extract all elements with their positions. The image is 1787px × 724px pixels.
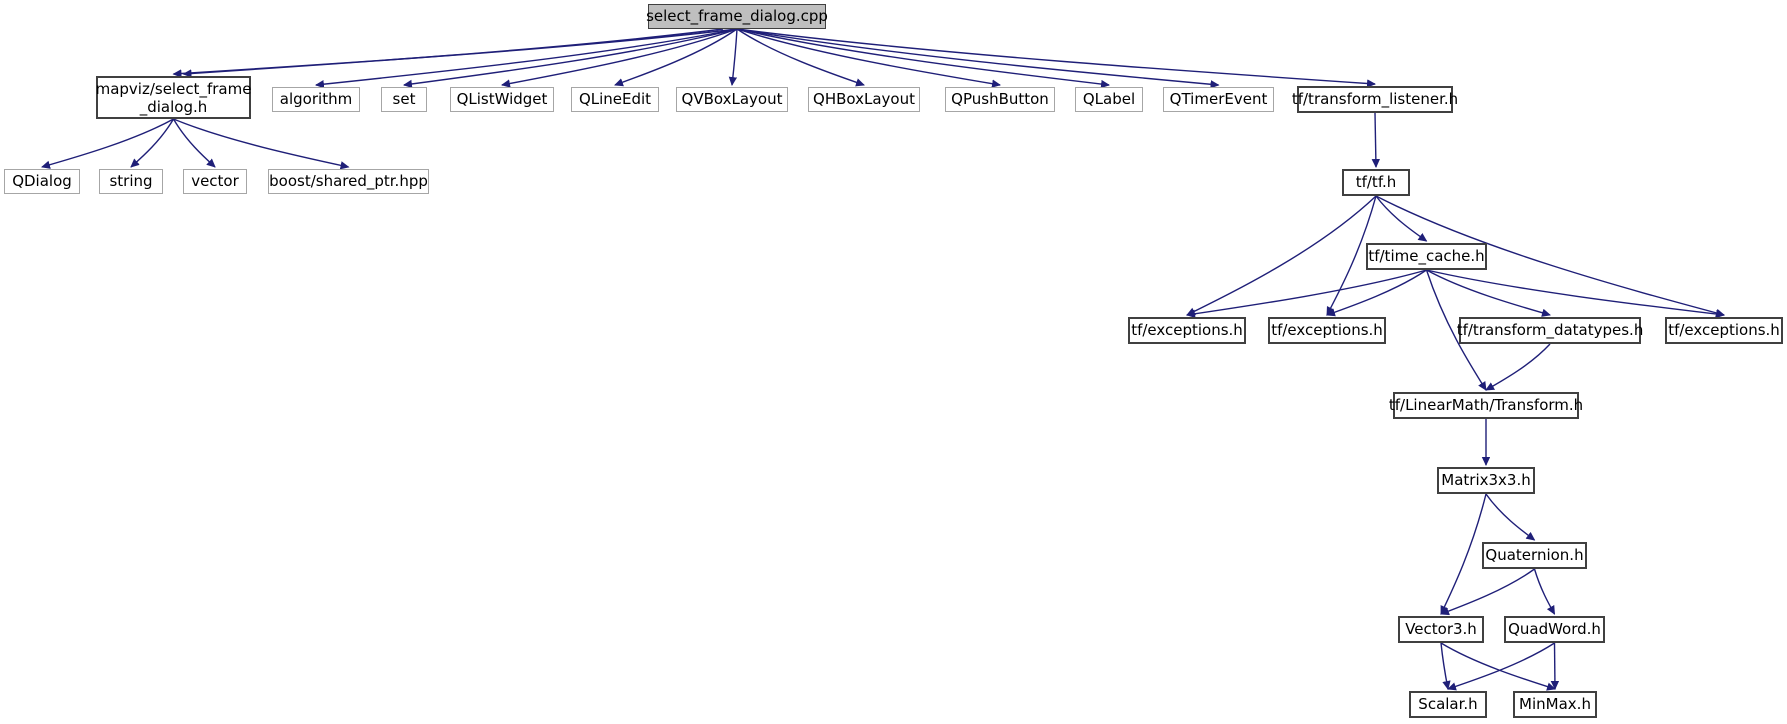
edge-timecache-to-exc1 — [1186, 269, 1427, 318]
edge-root-to-tflistener — [736, 28, 1376, 88]
graph-node-lmtransform[interactable]: tf/LinearMath/Transform.h — [1389, 392, 1583, 419]
edge-mapviz_hdr-to-qdialog — [41, 118, 174, 169]
graph-node-vector3[interactable]: Vector3.h — [1398, 616, 1484, 643]
graph-node-vector[interactable]: vector — [183, 169, 247, 194]
edge-root-to-qhbox — [736, 28, 865, 87]
graph-node-scalar[interactable]: Scalar.h — [1409, 691, 1487, 718]
edge-root-to-qlabel — [736, 28, 1110, 89]
graph-node-qtimer[interactable]: QTimerEvent — [1163, 87, 1274, 112]
graph-node-root[interactable]: select_frame_dialog.cpp — [646, 4, 828, 29]
graph-node-qlineedit[interactable]: QLineEdit — [571, 87, 659, 112]
edge-datatypes-to-lmtransform — [1485, 343, 1551, 391]
graph-node-quaternion[interactable]: Quaternion.h — [1482, 542, 1587, 569]
graph-node-qvbox[interactable]: QVBoxLayout — [676, 87, 788, 112]
edge-quadword-to-scalar — [1447, 642, 1555, 691]
graph-node-tflistener[interactable]: tf/transform_listener.h — [1292, 86, 1458, 113]
graph-node-qhbox[interactable]: QHBoxLayout — [808, 87, 920, 112]
graph-node-qlabel[interactable]: QLabel — [1075, 87, 1143, 112]
graph-node-qlistwidget[interactable]: QListWidget — [450, 87, 554, 112]
graph-node-qdialog[interactable]: QDialog — [4, 169, 80, 194]
graph-node-string[interactable]: string — [99, 169, 163, 194]
graph-node-exc2[interactable]: tf/exceptions.h — [1268, 317, 1386, 344]
edge-timecache-to-exc3 — [1426, 269, 1725, 319]
edge-root-to-qpush — [736, 28, 1001, 88]
edge-root-to-qvbox — [728, 28, 738, 86]
edge-vector3-to-minmax — [1440, 642, 1556, 691]
edge-mapviz_hdr-to-string — [130, 118, 175, 168]
edge-root-to-algorithm — [315, 28, 738, 89]
edge-tftf-to-timecache — [1375, 195, 1428, 242]
graph-node-minmax[interactable]: MinMax.h — [1513, 691, 1597, 718]
graph-node-boostptr[interactable]: boost/shared_ptr.hpp — [268, 169, 429, 194]
edge-matrix3x3-to-quaternion — [1485, 493, 1536, 541]
graph-node-datatypes[interactable]: tf/transform_datatypes.h — [1457, 317, 1643, 344]
edge-root-to-qlistwidget — [501, 28, 738, 88]
edge-root-to-mapviz_hdr — [172, 28, 738, 78]
edge-mapviz_hdr-to-vector — [172, 118, 216, 168]
edge-timecache-to-datatypes — [1426, 269, 1551, 317]
edge-tftf-to-exc1 — [1186, 195, 1377, 316]
graph-node-qpush[interactable]: QPushButton — [945, 87, 1055, 112]
edge-group — [41, 28, 1725, 691]
edge-quaternion-to-vector3 — [1440, 568, 1535, 616]
graph-node-mapviz_hdr[interactable]: mapviz/select_frame _dialog.h — [96, 76, 251, 119]
edge-timecache-to-exc2 — [1326, 269, 1427, 317]
graph-node-exc3[interactable]: tf/exceptions.h — [1665, 317, 1783, 344]
graph-node-timecache[interactable]: tf/time_cache.h — [1366, 243, 1487, 270]
graph-node-exc1[interactable]: tf/exceptions.h — [1128, 317, 1246, 344]
edge-root-to-qtimer — [736, 28, 1220, 89]
graph-node-algorithm[interactable]: algorithm — [272, 87, 360, 112]
edge-quadword-to-minmax — [1550, 642, 1560, 690]
edge-root-to-set — [403, 28, 738, 89]
edge-root-to-mapviz_hdr — [182, 28, 724, 78]
edge-vector3-to-scalar — [1440, 642, 1451, 690]
graph-node-set[interactable]: set — [381, 87, 427, 112]
graph-node-matrix3x3[interactable]: Matrix3x3.h — [1437, 467, 1535, 494]
edge-matrix3x3-to-vector3 — [1440, 493, 1487, 615]
edge-tflistener-to-tftf — [1371, 112, 1381, 168]
graph-node-quadword[interactable]: QuadWord.h — [1504, 616, 1605, 643]
edge-quaternion-to-quadword — [1533, 568, 1556, 615]
graph-node-tftf[interactable]: tf/tf.h — [1342, 169, 1410, 196]
edge-mapviz_hdr-to-boostptr — [173, 118, 350, 170]
edge-root-to-qlineedit — [614, 28, 738, 87]
